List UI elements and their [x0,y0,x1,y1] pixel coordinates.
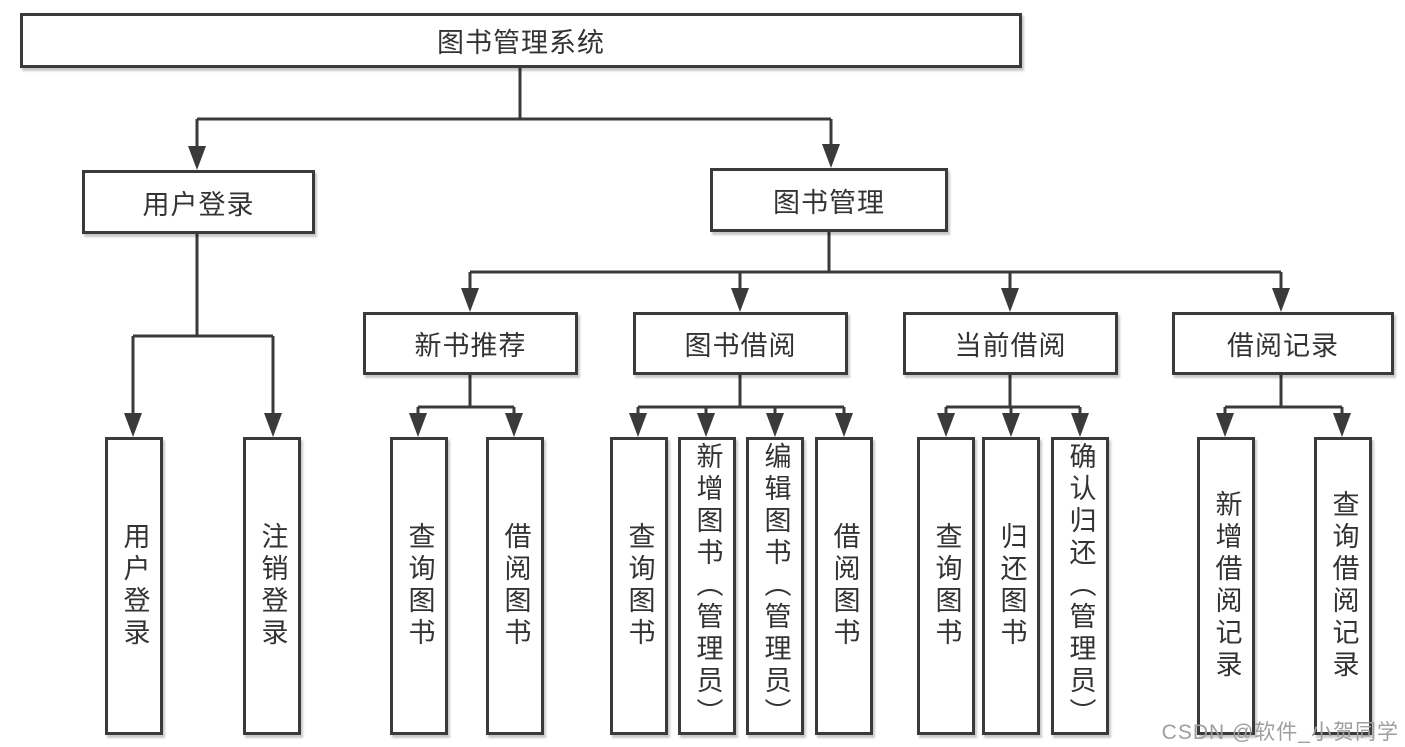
arrow-down-icon [1002,413,1020,437]
leaf-borrow-edit-books-admin: 编辑图书（管理员） [746,437,804,735]
leaf-label: 确认归还（管理员） [1065,442,1096,730]
csdn-watermark: CSDN @软件_小贺同学 [1161,721,1399,744]
leaf-recommend-query-books: 查询图书 [390,437,448,735]
leaf-borrow-borrow-books: 借阅图书 [815,437,873,735]
leaf-label: 注销登录 [257,522,288,650]
leaf-label: 用户登录 [119,522,150,650]
connector-book-management-to-level3 [468,232,1283,294]
leaf-borrow-add-books-admin: 新增图书（管理员） [678,437,736,735]
connector-new-book-to-children [416,375,516,421]
node-label: 新书推荐 [414,331,527,361]
arrowheads [124,144,1351,437]
arrow-down-icon [1272,288,1290,312]
leaf-records-add-borrow-record: 新增借阅记录 [1197,437,1255,735]
node-new-book-recommendation: 新书推荐 [363,312,578,375]
arrow-down-icon [124,413,142,437]
arrow-down-icon [409,413,427,437]
node-label: 图书借阅 [684,331,797,361]
leaf-user-login: 用户登录 [105,437,163,735]
leaf-label: 查询图书 [624,522,655,650]
leaf-logout: 注销登录 [243,437,301,735]
node-label: 图书管理 [773,187,885,218]
leaf-label: 归还图书 [996,522,1027,650]
connector-book-borrow-to-children [636,375,846,421]
connector-root-to-level2 [195,68,833,152]
node-current-borrowing: 当前借阅 [903,312,1118,375]
leaf-label: 新增借阅记录 [1211,490,1242,682]
arrow-down-icon [505,413,523,437]
arrow-down-icon [766,413,784,437]
arrow-down-icon [188,146,206,170]
leaf-label: 查询图书 [931,522,962,650]
leaf-label: 借阅图书 [829,522,860,650]
leaf-label: 编辑图书（管理员） [760,442,791,730]
leaf-current-confirm-return-admin: 确认归还（管理员） [1051,437,1109,735]
node-book-management: 图书管理 [710,168,948,232]
arrow-down-icon [629,413,647,437]
leaf-label: 新增图书（管理员） [692,442,723,730]
node-borrowing-records: 借阅记录 [1172,312,1394,375]
node-label: 用户登录 [142,189,255,220]
arrow-down-icon [1216,413,1234,437]
leaf-label: 借阅图书 [500,522,531,650]
node-book-borrowing: 图书借阅 [633,312,848,375]
leaf-current-return-books: 归还图书 [982,437,1040,735]
connector-borrow-records-to-children [1223,375,1344,421]
leaf-label: 查询图书 [404,522,435,650]
node-label: 图书管理系统 [437,28,605,58]
leaf-current-query-books: 查询图书 [917,437,975,735]
leaf-recommend-borrow-books: 借阅图书 [486,437,544,735]
arrow-down-icon [697,413,715,437]
node-label: 当前借阅 [954,331,1067,361]
arrow-down-icon [1071,413,1089,437]
arrow-down-icon [1333,413,1351,437]
node-user-login: 用户登录 [82,170,315,234]
arrow-down-icon [461,288,479,312]
leaf-label: 查询借阅记录 [1328,490,1359,682]
leaf-borrow-query-books: 查询图书 [610,437,668,735]
arrow-down-icon [835,413,853,437]
arrow-down-icon [264,413,282,437]
connector-user-login-to-children [131,234,275,419]
node-label: 借阅记录 [1227,331,1339,361]
arrow-down-icon [1001,288,1019,312]
arrow-down-icon [731,288,749,312]
leaf-records-query-borrow-record: 查询借阅记录 [1314,437,1372,735]
node-library-management-system: 图书管理系统 [20,13,1022,68]
arrow-down-icon [822,144,840,168]
arrow-down-icon [937,413,955,437]
